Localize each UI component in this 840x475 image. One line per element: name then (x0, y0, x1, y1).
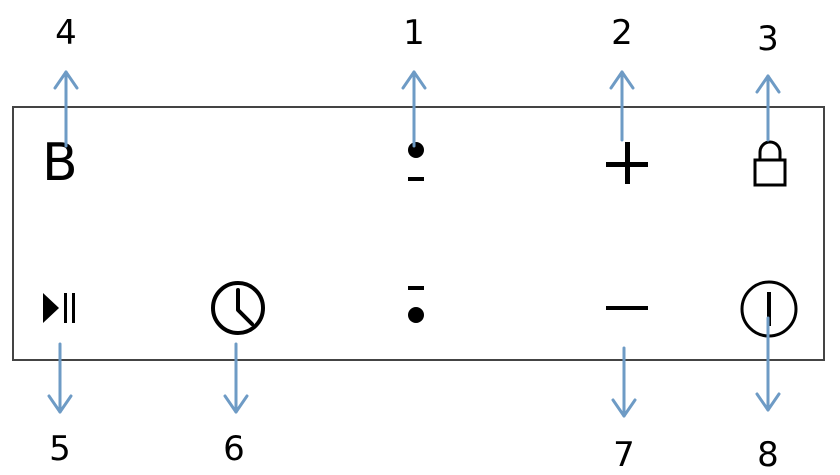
callout-number-5: 5 (49, 429, 71, 469)
callout-number-2: 2 (611, 13, 633, 53)
callout-number-4: 4 (55, 13, 77, 53)
pause-play-icon[interactable] (38, 290, 88, 326)
minus-icon[interactable] (602, 300, 654, 316)
callout-number-7: 7 (613, 435, 635, 475)
callout-number-1: 1 (403, 13, 425, 53)
power-icon[interactable] (736, 276, 802, 342)
power-level-decrease-dots-icon[interactable] (398, 280, 434, 336)
booster-icon[interactable]: B (42, 133, 78, 193)
timer-clock-icon[interactable] (204, 276, 274, 342)
power-level-increase-dots-icon[interactable] (398, 138, 434, 194)
lock-icon[interactable] (746, 134, 794, 190)
callout-number-3: 3 (757, 19, 779, 59)
control-panel (12, 106, 825, 361)
callout-number-8: 8 (757, 435, 779, 475)
callout-number-6: 6 (223, 429, 245, 469)
plus-icon[interactable] (602, 136, 654, 188)
